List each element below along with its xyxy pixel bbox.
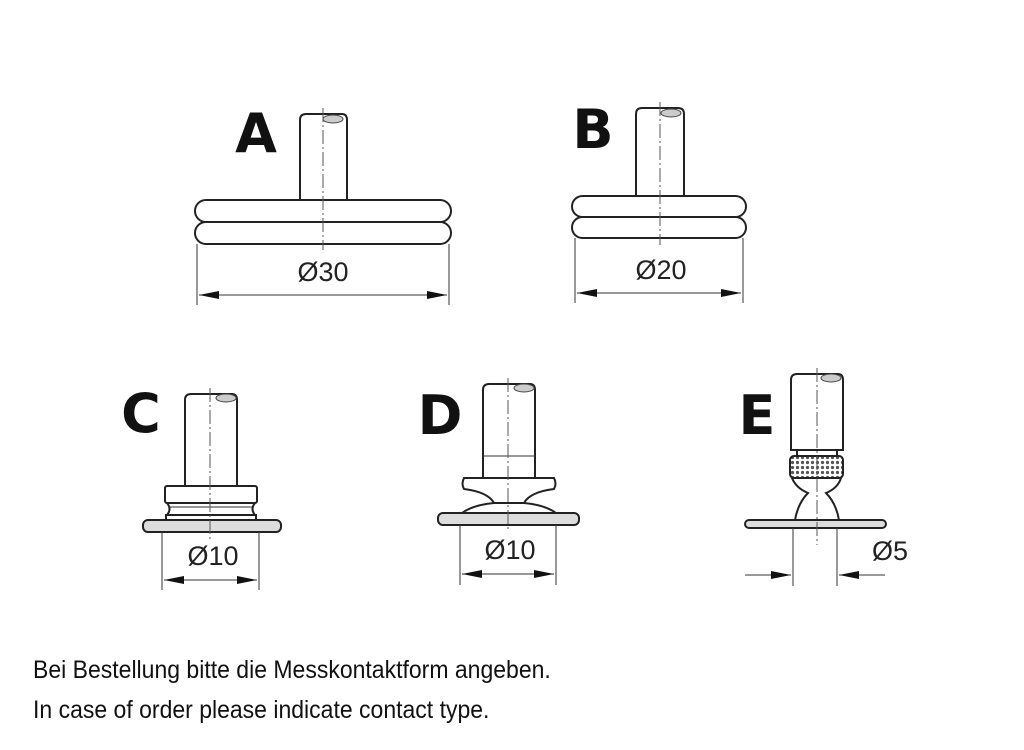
order-notes: Bei Bestellung bitte die Messkontaktform…: [33, 650, 551, 730]
contact-a-label: A: [235, 102, 277, 165]
note-english: In case of order please indicate contact…: [33, 696, 490, 724]
contact-b-dimension: Ø20: [635, 255, 686, 285]
contact-d: D Ø10: [418, 378, 580, 585]
contact-b-label: B: [572, 98, 613, 161]
contact-d-dimension: Ø10: [484, 535, 535, 565]
contact-c: C Ø10: [121, 382, 282, 590]
contact-b-disc-lower: [571, 216, 747, 239]
contact-c-dimension: Ø10: [187, 541, 238, 571]
contact-a-dimension: Ø30: [297, 257, 348, 287]
contact-d-label: D: [418, 384, 463, 447]
contact-c-stem: [184, 393, 238, 486]
contact-e-plate: [744, 519, 887, 529]
contact-b-disc-upper: [571, 195, 747, 218]
contact-c-flange: [142, 519, 282, 533]
contact-d-cone: [461, 477, 557, 504]
contact-a: A Ø30: [194, 102, 452, 305]
contact-c-label: C: [121, 382, 161, 445]
contact-e-dimension: Ø5: [872, 536, 908, 566]
contact-e: E Ø5: [739, 368, 908, 586]
contact-d-stem: [482, 383, 536, 478]
note-german: Bei Bestellung bitte die Messkontaktform…: [33, 656, 551, 684]
contact-b: B Ø20: [571, 98, 747, 303]
contact-e-label: E: [739, 384, 776, 447]
